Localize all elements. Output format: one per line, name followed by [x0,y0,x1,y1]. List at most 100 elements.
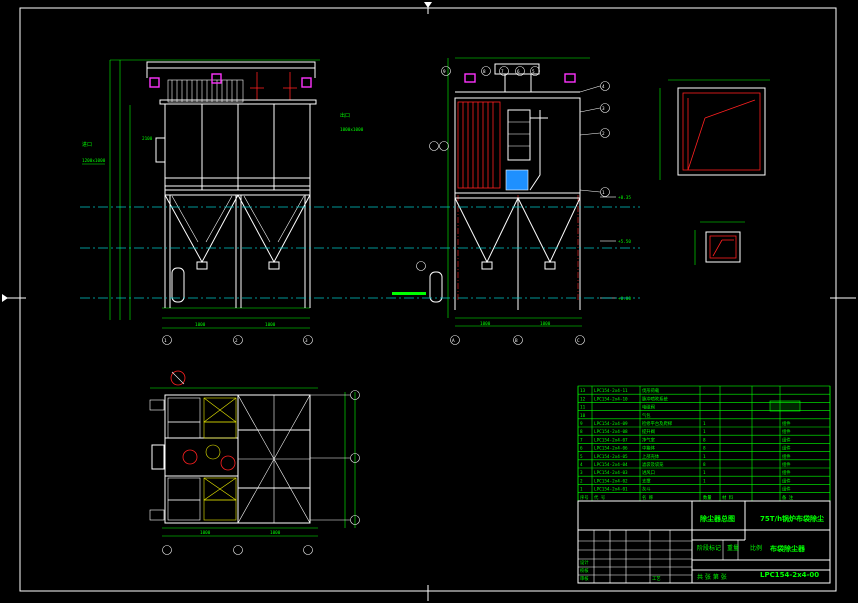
table-cell-qty: 1 [703,470,706,476]
table-cell-code: LPC154-2x4-07 [594,437,628,443]
detail-section-a [659,79,770,180]
table-cell-name: 电磁阀 [642,404,655,411]
table-cell-code: LPC154-2x4-11 [594,388,628,394]
svg-text:8: 8 [483,69,486,75]
table-cell-qty: 1 [703,421,706,427]
table-cell-no: 1 [580,487,583,493]
table-cell-no: 8 [580,429,583,435]
svg-text:5: 5 [532,69,535,75]
table-cell-name: 上部壳体 [642,453,660,460]
svg-text:1200x1000: 1200x1000 [82,158,106,164]
table-cell-no: 12 [580,396,586,402]
table-cell-name: 气包 [642,412,651,419]
svg-text:1: 1 [602,190,605,196]
table-cell-mat: 材 料 [722,494,734,501]
plan-view: 1000 1000 [149,370,360,555]
table-cell-qty: 1 [703,478,706,484]
table-cell-code: LPC154-2x4-08 [594,429,628,435]
table-cell-qty: 1 [703,454,706,460]
table-cell-name: 灰斗 [642,486,651,493]
table-cell-qty: 1 [703,429,706,435]
table-cell-code: LPC154-2x4-10 [594,396,628,402]
table-cell-note: 组件 [782,486,791,493]
table-cell-no: 9 [580,421,583,427]
table-cell-note: 组件 [782,420,791,427]
svg-text:2100: 2100 [142,136,153,142]
svg-text:1: 1 [164,338,167,344]
design-label: 设计 [580,559,589,566]
table-cell-qty: 8 [703,446,706,452]
svg-text:1000: 1000 [270,530,281,536]
svg-text:6: 6 [517,69,520,75]
svg-text:+8.35: +8.35 [618,195,631,201]
table-cell-no: 13 [580,388,586,394]
svg-text:2: 2 [235,338,238,344]
approve-label: 审核 [580,575,589,582]
table-cell-name: 名 称 [642,494,654,501]
process-label: 工艺 [652,576,661,582]
table-cell-name: 检修平台及爬梯 [642,420,673,427]
table-cell-note: 组件 [782,477,791,484]
project-title: 75T/h锅炉布袋除尘 [760,514,824,523]
svg-text:C: C [577,338,580,344]
svg-text:9: 9 [443,69,446,75]
table-cell-code: LPC154-2x4-09 [594,421,628,427]
svg-text:4: 4 [602,84,605,90]
check-label: 校核 [580,567,589,574]
svg-text:出口: 出口 [340,112,350,119]
svg-text:3: 3 [305,338,308,344]
stage-label: 阶段标记 [697,544,721,552]
table-cell-no: 2 [580,478,583,484]
table-cell-code: LPC154-2x4-03 [594,470,628,476]
table-cell-no: 4 [580,462,583,468]
table-cell-no: 3 [580,470,583,476]
table-cell-note: 组件 [782,428,791,435]
bag-heads [167,79,244,103]
table-cell-qty: 8 [703,437,706,443]
table-cell-code: LPC154-2x4-01 [594,487,628,493]
table-cell-qty: 数量 [703,494,712,501]
table-cell-code: LPC154-2x4-06 [594,446,628,452]
svg-text:1000: 1000 [480,321,491,327]
title-block: 除尘器总图 75T/h锅炉布袋除尘 布袋除尘器 LPC154-2x4-00 阶段… [577,500,831,584]
table-cell-no: 10 [580,413,586,419]
svg-text:B: B [515,338,518,344]
table-cell-name: 支撑 [642,477,651,484]
table-cell-code: LPC154-2x4-04 [594,462,628,468]
table-cell-note: 组件 [782,445,791,452]
table-cell-note: 组件 [782,453,791,460]
svg-text:进口: 进口 [82,141,92,148]
callouts: 9 8 7 6 5 4 3 2 1 [416,66,610,271]
svg-text:2: 2 [602,131,605,137]
table-cell-note: 备 注 [782,494,794,501]
table-cell-no: 11 [580,405,586,411]
svg-text:+5.50: +5.50 [618,239,631,245]
svg-text:A: A [452,338,455,344]
weight-label: 重量 [727,544,739,552]
table-cell-code: LPC154-2x4-05 [594,454,628,460]
svg-text:1000: 1000 [200,530,211,536]
assembly-title: 除尘器总图 [700,514,735,523]
table-cell-no: 7 [580,437,583,443]
svg-text:1000: 1000 [195,322,206,328]
detail-section-b [694,221,745,265]
drawing-number: LPC154-2x4-00 [760,571,819,579]
table-cell-no: 6 [580,446,583,452]
front-elevation: 1000 1000 [82,59,364,345]
table-cell-name: 脉冲喷吹系统 [642,395,668,402]
table-cell-name: 伐形荷载 [642,387,660,394]
table-cell-no: 序号 [580,494,589,501]
svg-text:1000x1000: 1000x1000 [340,127,364,133]
table-cell-qty: 8 [703,462,706,468]
table-cell-code: LPC154-2x4-02 [594,478,628,484]
table-cell-name: 滤袋及袋笼 [642,461,664,468]
svg-text:1000: 1000 [540,321,551,327]
side-elevation: 1000 1000 [392,57,631,345]
drawing-name: 布袋除尘器 [770,544,806,553]
table-cell-name: 净气室 [642,436,656,443]
scale-label: 比例 [750,544,762,552]
table-cell-name: 提升阀 [642,428,655,435]
